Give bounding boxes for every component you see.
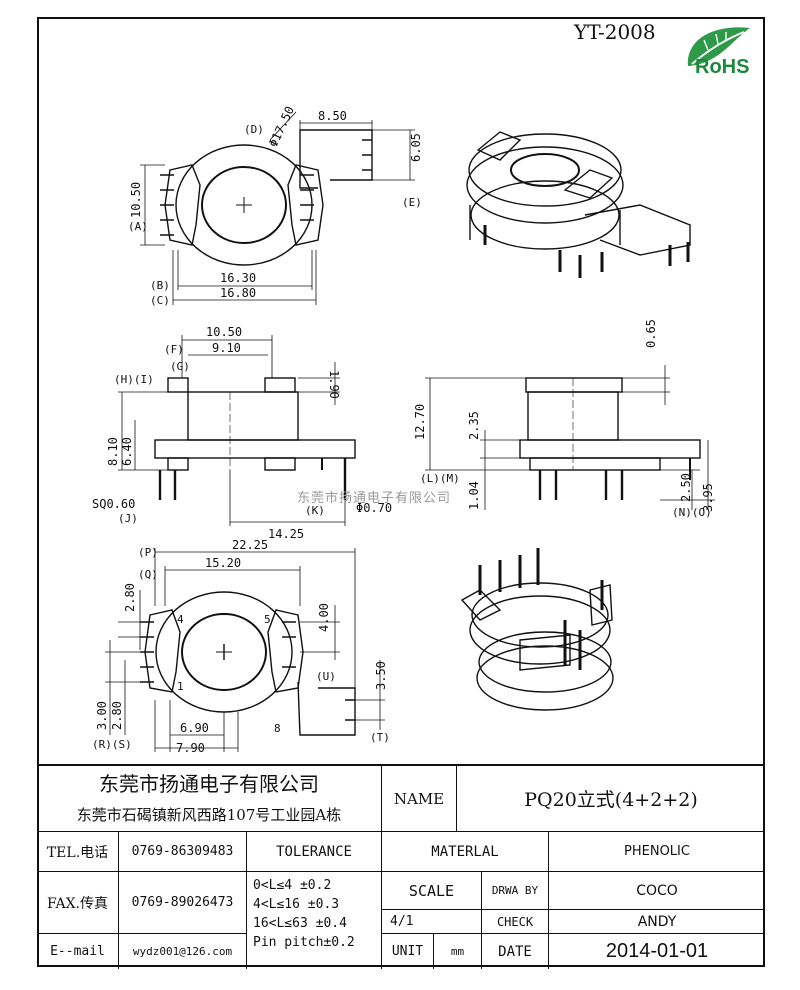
dim-end-2.50: 2.50 <box>679 473 693 502</box>
label-K: (K) <box>305 504 325 517</box>
dim-top-10.50: 10.50 <box>129 182 143 218</box>
check-label: CHECK <box>482 910 549 934</box>
dim-side-14.25: 14.25 <box>268 527 304 541</box>
date-value: 2014-01-01 <box>605 940 709 962</box>
label-E: (E) <box>402 196 422 209</box>
label-Q: (Q) <box>138 568 158 581</box>
dim-bottom-7.90: 7.90 <box>176 741 205 755</box>
name-value: PQ20立式(4+2+2) <box>457 766 765 832</box>
fax-label: FAX.传真 <box>37 872 119 934</box>
tolerance-line: 4<L≤16 ±0.3 <box>253 897 340 912</box>
dim-end-0.65: 0.65 <box>644 319 658 348</box>
drawn-by-label: DRWA BY <box>482 872 549 910</box>
dim-bottom-22.25: 22.25 <box>232 538 268 552</box>
tel-label: TEL.电话 <box>37 832 119 872</box>
dim-top-diameter: Φ17.50 <box>266 104 297 149</box>
watermark: 东莞市扬通电子有限公司 <box>297 491 452 506</box>
dim-end-12.70: 12.70 <box>413 404 427 440</box>
dim-top-16.30: 16.30 <box>220 271 256 285</box>
dim-bottom-2.80: 2.80 <box>123 583 137 612</box>
label-F: (F) <box>164 343 184 356</box>
dim-side-8.10: 8.10 <box>106 437 120 466</box>
dim-top-8.50: 8.50 <box>318 109 347 123</box>
label-LM: (L)(M) <box>420 472 460 485</box>
label-G: (G) <box>170 360 190 373</box>
dim-side-1.90: 1.90 <box>327 370 341 399</box>
scale-value: 4/1 <box>382 910 482 934</box>
drawing-frame <box>37 17 765 967</box>
email-value: wydz001@126.com <box>119 934 247 969</box>
fax-value: 0769-89026473 <box>119 872 247 934</box>
tolerance-line: 0<L≤4 ±0.2 <box>253 878 332 893</box>
pin-label-4: 4 <box>177 613 184 626</box>
dim-top-16.80: 16.80 <box>220 286 256 300</box>
pin-label-8: 8 <box>274 722 281 735</box>
leaf-icon <box>687 27 750 66</box>
dim-end-2.35: 2.35 <box>467 411 481 440</box>
dim-end-3.95: 3.95 <box>701 483 715 512</box>
end-view <box>519 377 701 500</box>
tolerance-line: Pin pitch±0.2 <box>253 935 355 950</box>
isometric-view-top <box>466 131 691 278</box>
label-D: (D) <box>244 123 264 136</box>
label-A: (A) <box>128 220 148 233</box>
dim-end-1.04: 1.04 <box>467 481 481 510</box>
technical-drawing: 8.50 6.05 10.50 16.30 16.80 Φ17.50 10.50… <box>92 104 715 755</box>
unit-value: mm <box>434 934 482 969</box>
label-P: (P) <box>138 546 158 559</box>
tel-value: 0769-86309483 <box>119 832 247 872</box>
label-U: (U) <box>316 670 336 683</box>
tolerance-label: TOLERANCE <box>247 832 382 872</box>
name-label: NAME <box>382 766 457 832</box>
material-value: PHENOLIC <box>549 832 765 872</box>
label-B: (B) <box>150 279 170 292</box>
tolerance-line: 16<L≤63 ±0.4 <box>253 916 347 931</box>
dim-top-6.05: 6.05 <box>409 133 423 162</box>
company-address: 东莞市石碣镇新风西路107号工业园A栋 <box>37 798 382 832</box>
label-HI: (H)(I) <box>114 373 154 386</box>
material-label: MATERLAL <box>382 832 549 872</box>
drawn-by-value: COCO <box>549 872 765 910</box>
label-RS: (R)(S) <box>92 738 132 751</box>
tolerance-table: 0<L≤4 ±0.2 4<L≤16 ±0.3 16<L≤63 ±0.4 Pin … <box>247 872 382 969</box>
dim-side-pin-diameter: Φ0.70 <box>356 501 392 515</box>
rohs-logo: RoHS <box>695 56 750 78</box>
dim-bottom-6.90: 6.90 <box>180 721 209 735</box>
dim-side-sq: SQ0.60 <box>92 497 135 511</box>
scale-label: SCALE <box>382 872 482 910</box>
pin-label-1: 1 <box>177 680 184 693</box>
date-label: DATE <box>482 934 549 969</box>
side-view <box>154 377 356 500</box>
dim-bottom-3.50: 3.50 <box>374 661 388 690</box>
label-T: (T) <box>370 731 390 744</box>
dim-side-9.10: 9.10 <box>212 341 241 355</box>
company-name: 东莞市扬通电子有限公司 <box>37 766 382 798</box>
title-block: 东莞市扬通电子有限公司 东莞市石碣镇新风西路107号工业园A栋 NAME PQ2… <box>37 764 765 969</box>
label-NO: (N)(O) <box>672 506 712 519</box>
top-view <box>160 129 373 266</box>
email-label: E--mail <box>37 934 119 969</box>
dim-bottom-15.20: 15.20 <box>205 556 241 570</box>
label-J: (J) <box>118 512 138 525</box>
dim-bottom-4.00: 4.00 <box>317 603 331 632</box>
unit-label: UNIT <box>382 934 434 969</box>
pin-label-5: 5 <box>264 613 271 626</box>
check-value: ANDY <box>549 910 765 934</box>
model-number: YT-2008 <box>574 20 656 44</box>
dim-side-6.40: 6.40 <box>120 437 134 466</box>
isometric-view-bottom <box>460 548 614 711</box>
label-C: (C) <box>150 294 170 307</box>
dim-bottom-3.00: 3.00 <box>95 701 109 730</box>
dim-bottom-2.80b: 2.80 <box>110 701 124 730</box>
dim-side-10.50: 10.50 <box>206 325 242 339</box>
